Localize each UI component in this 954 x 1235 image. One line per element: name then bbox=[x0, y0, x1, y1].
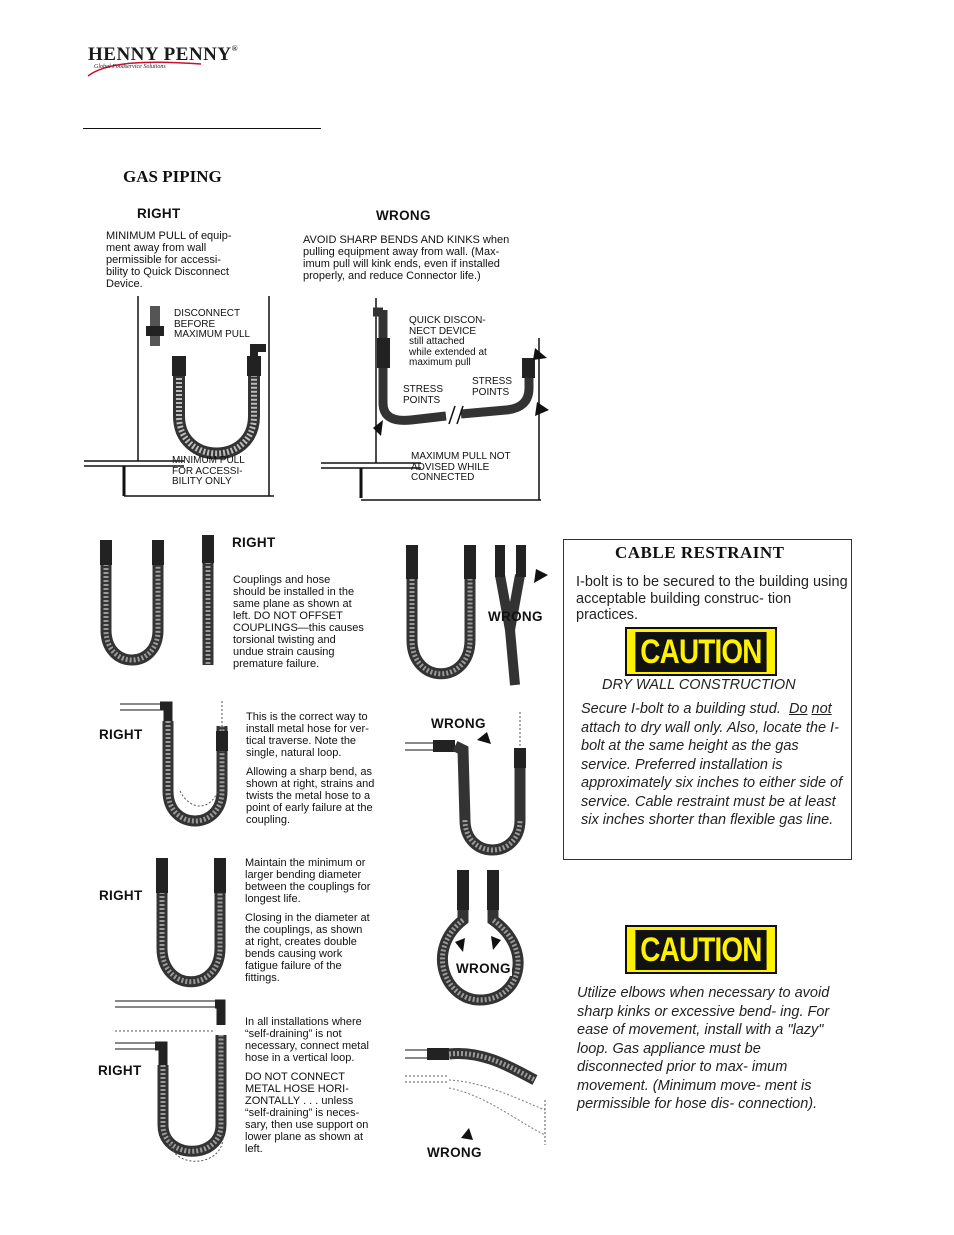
diameter-wrong-diagram bbox=[437, 870, 524, 1006]
horizontal-right-diagram bbox=[115, 999, 227, 1162]
brand-tagline: Global Foodservice Solutions bbox=[94, 64, 166, 70]
cable-restraint-title: CABLE RESTRAINT bbox=[615, 543, 785, 562]
brand-name: HENNY PENNY® bbox=[88, 44, 239, 65]
top-right-label: RIGHT bbox=[137, 206, 181, 221]
horizontal-wrong-label: WRONG bbox=[427, 1145, 482, 1160]
vertical-wrong-diagram bbox=[405, 712, 526, 856]
horizontal-text-1: In all installations where“self-draining… bbox=[245, 1016, 369, 1064]
diameter-right-diagram bbox=[156, 858, 226, 988]
drywall-heading: DRY WALL CONSTRUCTION bbox=[602, 677, 796, 693]
horizontal-right-label: RIGHT bbox=[98, 1063, 142, 1078]
vertical-right-label: RIGHT bbox=[99, 727, 143, 742]
cable-restraint-box bbox=[563, 539, 852, 860]
right-pull-diagram bbox=[84, 296, 274, 497]
vertical-wrong-label: WRONG bbox=[431, 716, 486, 731]
couplings-right-diagram bbox=[100, 535, 214, 666]
couplings-wrong-label: WRONG bbox=[488, 609, 543, 624]
henny-penny-logo: HENNY PENNY® Global Foodservice Solution… bbox=[87, 44, 248, 78]
header-rule bbox=[83, 128, 321, 129]
vertical-right-diagram bbox=[120, 701, 228, 827]
caution-label-1: CAUTION bbox=[635, 631, 767, 672]
horizontal-wrong-diagram bbox=[405, 1047, 546, 1145]
caution-sign-1: CAUTION bbox=[625, 627, 777, 676]
couplings-right-label: RIGHT bbox=[232, 535, 276, 550]
diameter-wrong-label: WRONG bbox=[455, 961, 512, 976]
top-wrong-label: WRONG bbox=[376, 208, 431, 223]
diameter-right-label: RIGHT bbox=[99, 888, 143, 903]
drywall-text: Secure I-bolt to a building stud. Do not… bbox=[581, 701, 843, 828]
caution-sign-2: CAUTION bbox=[625, 925, 777, 974]
caution2-text: Utilize elbows when necessary to avoid s… bbox=[577, 985, 830, 1112]
cable-restraint-text: I-bolt is to be secured to the building … bbox=[576, 574, 848, 623]
wrong-pull-diagram bbox=[321, 298, 549, 501]
caution-label-2: CAUTION bbox=[635, 929, 767, 970]
logo-swoosh-icon bbox=[87, 61, 202, 77]
top-right-text: MINIMUM PULL of equip-ment away from wal… bbox=[106, 230, 232, 290]
couplings-wrong-diagram bbox=[406, 545, 548, 686]
section-title: GAS PIPING bbox=[123, 167, 222, 186]
